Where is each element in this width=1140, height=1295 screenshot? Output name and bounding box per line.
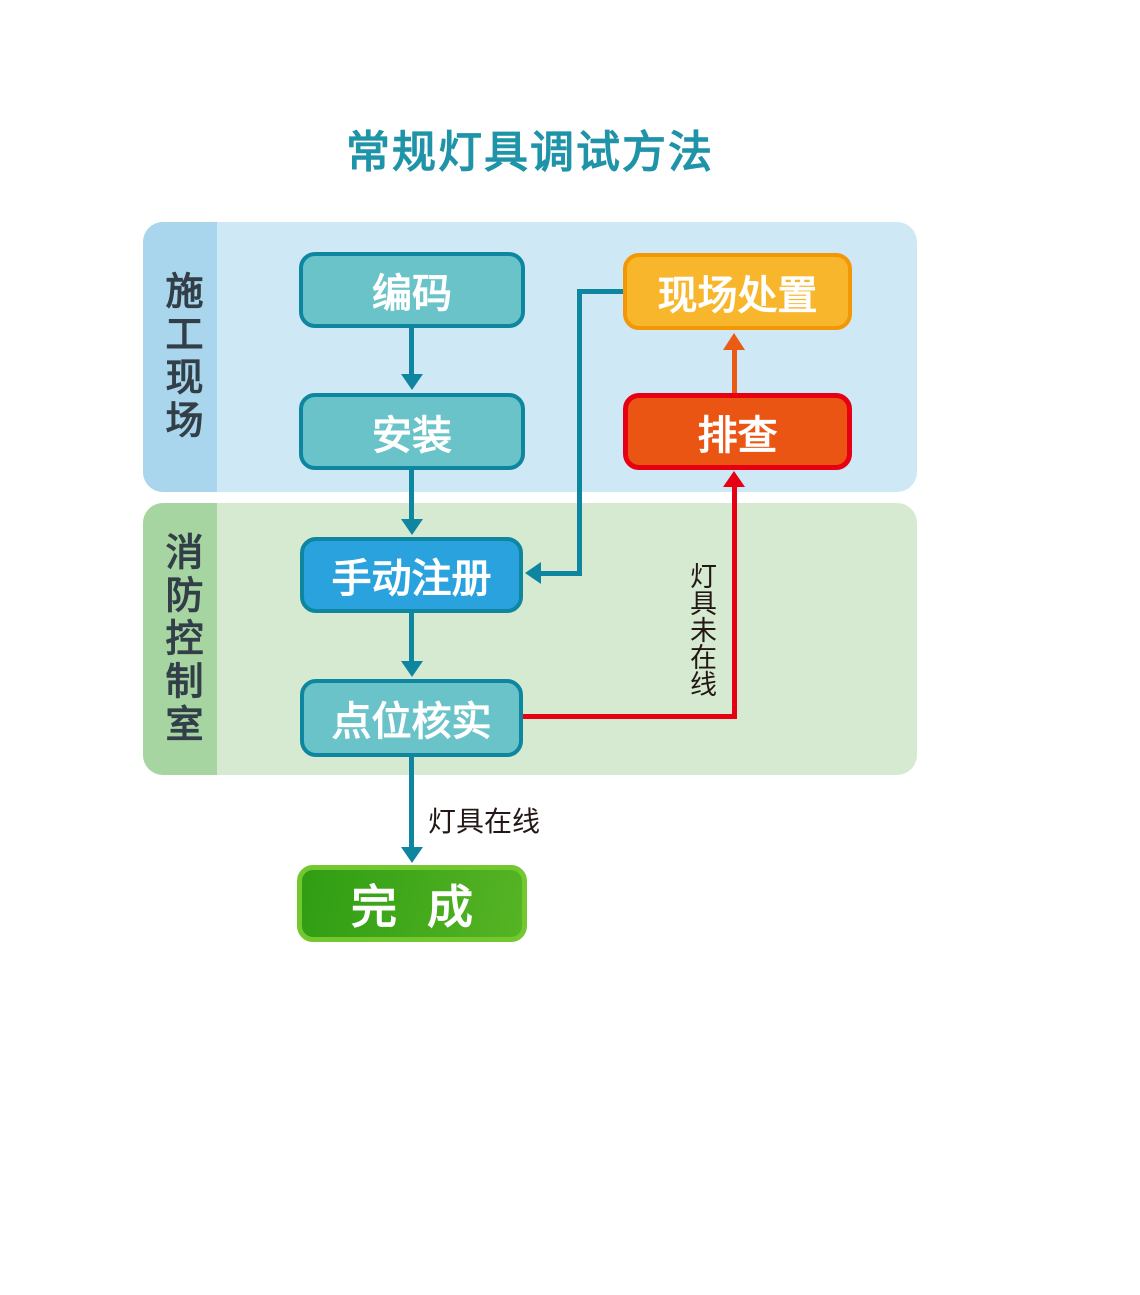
edge-onsite-register-seg-top: [577, 289, 623, 294]
lane-fire-control-room-labelcol: 消防控制室: [143, 503, 217, 775]
lane-fire-control-room-label: 消防控制室: [159, 531, 201, 747]
edge-onsite-register-seg-bottom: [541, 571, 582, 576]
lane-construction-site-label: 施工现场: [159, 271, 201, 443]
lane-fire-control-room: 消防控制室: [143, 503, 917, 775]
edge-register-verify-shaft: [409, 611, 414, 661]
edge-troubleshoot-onsite-shaft: [732, 350, 737, 393]
node-troubleshoot: 排查: [623, 393, 852, 470]
edge-troubleshoot-onsite-arrowhead-icon: [723, 333, 745, 350]
node-point-verify: 点位核实: [300, 679, 523, 757]
edge-verify-troubleshoot-seg-horizontal: [521, 714, 737, 719]
edge-onsite-register-arrowhead-icon: [525, 562, 541, 584]
edge-verify-troubleshoot-seg-vertical: [732, 477, 737, 719]
edge-verify-done-arrowhead-icon: [401, 847, 423, 863]
edge-install-register-shaft: [409, 468, 414, 519]
edge-install-register-arrowhead-icon: [401, 519, 423, 535]
node-done: 完成: [297, 865, 527, 942]
edge-verify-troubleshoot-arrowhead-icon: [723, 471, 745, 487]
edge-label-lamp-offline: 灯具未在线: [686, 562, 716, 697]
edge-register-verify-arrowhead-icon: [401, 661, 423, 677]
node-onsite-handling: 现场处置: [623, 253, 852, 330]
page-title: 常规灯具调试方法: [346, 128, 714, 177]
node-encode: 编码: [299, 252, 525, 328]
edge-verify-done-shaft: [409, 755, 414, 847]
edge-onsite-register-seg-vertical: [577, 289, 582, 575]
edge-encode-install-arrowhead-icon: [401, 374, 423, 390]
node-manual-register: 手动注册: [300, 537, 523, 613]
lane-construction-site-labelcol: 施工现场: [143, 222, 217, 492]
node-install: 安装: [299, 393, 525, 470]
edge-encode-install-shaft: [409, 326, 414, 374]
edge-label-lamp-online: 灯具在线: [428, 806, 541, 837]
